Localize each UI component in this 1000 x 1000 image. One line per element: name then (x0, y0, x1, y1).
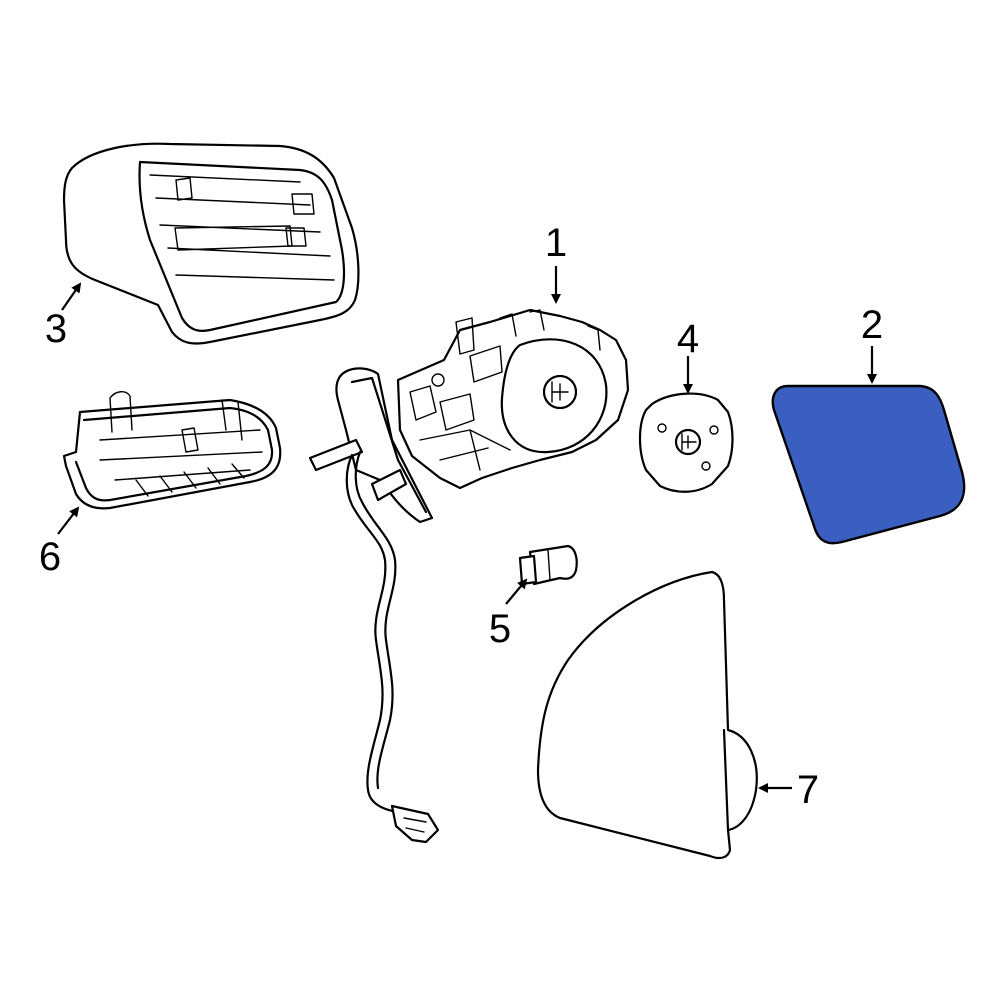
callout-6: 6 (39, 535, 61, 579)
callout-arrows (57, 266, 877, 793)
arrow-5 (505, 578, 528, 605)
bulb-socket-icon (518, 544, 578, 586)
callout-3: 3 (45, 307, 67, 351)
arrow-3 (61, 282, 82, 311)
callout-7: 7 (797, 768, 819, 812)
callout-5: 5 (489, 607, 511, 651)
lower-cover-icon (62, 391, 282, 510)
mirror-glass-icon (771, 384, 966, 545)
arrow-6 (57, 506, 80, 535)
callout-labels: 1 2 3 4 5 6 7 (39, 221, 883, 812)
callout-2: 2 (861, 303, 883, 347)
mirror-cover-icon (62, 142, 360, 345)
mirror-motor-assembly-icon (308, 308, 630, 844)
outer-housing-icon (536, 570, 758, 860)
callout-1: 1 (545, 221, 567, 265)
callout-4: 4 (677, 317, 699, 361)
actuator-plate-icon (638, 392, 734, 493)
